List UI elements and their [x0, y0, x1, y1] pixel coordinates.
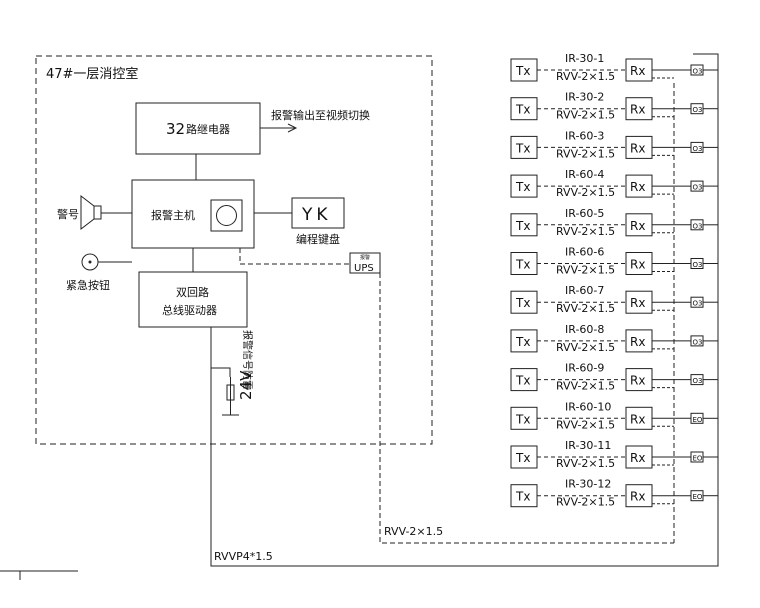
- beam-id: IR-60-4: [565, 168, 604, 181]
- tx-label: Tx: [515, 296, 530, 310]
- alarm-output-arrow-head: [287, 123, 298, 133]
- beam-id: IR-60-9: [565, 362, 604, 375]
- rx-label: Rx: [630, 296, 645, 310]
- beam-id: IR-60-3: [565, 129, 604, 142]
- emergency-button-label: 紧急按钮: [66, 278, 110, 292]
- surge-branch: [211, 367, 231, 377]
- beam-cable: RVV-2×1.5: [556, 496, 615, 509]
- tx-label: Tx: [515, 374, 530, 388]
- emergency-button-dot: [88, 260, 92, 264]
- tx-label: Tx: [515, 64, 530, 78]
- beam-id: IR-30-2: [565, 91, 604, 104]
- beam-id: IR-60-8: [565, 323, 604, 336]
- rx-label: Rx: [630, 64, 645, 78]
- siren-horn-icon: [80, 194, 95, 231]
- tx-label: Tx: [515, 103, 530, 117]
- beam-id: IR-60-7: [565, 284, 604, 297]
- module-label: O3: [693, 300, 703, 308]
- beam-id: IR-30-1: [565, 52, 604, 65]
- voltage-label: 24V: [237, 370, 255, 400]
- relay-label: 路继电器: [186, 123, 230, 136]
- control-room-boundary: [35, 55, 433, 445]
- module-label: O3: [693, 338, 703, 346]
- rx-label: Rx: [630, 335, 645, 349]
- beam-cable: RVV-2×1.5: [556, 147, 615, 160]
- module-label: EO: [693, 455, 703, 463]
- host-panel-dial: [216, 205, 237, 226]
- rx-label: Rx: [630, 258, 645, 272]
- rx-label: Rx: [630, 490, 645, 504]
- rvvp-cable: [210, 53, 719, 567]
- ups-small-label: 报警: [360, 254, 370, 261]
- rvvp-label: RVVP4*1.5: [214, 550, 273, 563]
- keyboard-box: [291, 197, 345, 229]
- tx-label: Tx: [515, 219, 530, 233]
- beam-cable: RVV-2×1.5: [556, 457, 615, 470]
- bus-driver-box: [138, 271, 248, 328]
- bus-driver-line2: 总线驱动器: [162, 303, 217, 317]
- rx-label: Rx: [630, 412, 645, 426]
- rvv-bus-cable: [379, 265, 674, 544]
- module-label: EO: [693, 493, 703, 501]
- beam-id: IR-60-6: [565, 246, 604, 259]
- beam-cable: RVV-2×1.5: [556, 70, 615, 83]
- module-label: EO: [693, 416, 703, 424]
- beam-cable: RVV-2×1.5: [556, 264, 615, 277]
- beam-cable: RVV-2×1.5: [556, 186, 615, 199]
- module-label: O3: [693, 261, 703, 269]
- rvv-bus-label: RVV-2×1.5: [384, 525, 443, 538]
- ups-label: UPS: [354, 263, 374, 274]
- keyboard-label: 编程键盘: [296, 232, 340, 246]
- relay-count: 32: [166, 120, 185, 138]
- beam-id: IR-60-5: [565, 207, 604, 220]
- beam-cable: RVV-2×1.5: [556, 109, 615, 122]
- tx-label: Tx: [515, 335, 530, 349]
- tx-label: Tx: [515, 412, 530, 426]
- keyboard-glyph: YK: [301, 205, 332, 225]
- bus-driver-line1: 双回路: [176, 286, 209, 299]
- module-label: O3: [693, 377, 703, 385]
- siren-icon: [93, 205, 102, 220]
- tx-label: Tx: [515, 141, 530, 155]
- rx-label: Rx: [630, 180, 645, 194]
- rx-label: Rx: [630, 219, 645, 233]
- beam-id: IR-30-12: [565, 478, 611, 491]
- beam-cable: RVV-2×1.5: [556, 380, 615, 393]
- module-label: O3: [693, 145, 703, 153]
- rx-label: Rx: [630, 374, 645, 388]
- surge-label: 报警信号防雷: [241, 330, 254, 390]
- beam-cable: RVV-2×1.5: [556, 418, 615, 431]
- beam-cable: RVV-2×1.5: [556, 302, 615, 315]
- ups-link: [239, 248, 350, 265]
- alarm-output-label: 报警输出至视频切换: [271, 108, 370, 122]
- tx-label: Tx: [515, 258, 530, 272]
- tx-label: Tx: [515, 490, 530, 504]
- beam-id: IR-30-11: [565, 439, 611, 452]
- siren-label: 警号: [57, 207, 79, 221]
- room-label: 47#一层消控室: [46, 66, 138, 82]
- alarm-host-label: 报警主机: [151, 208, 195, 222]
- module-label: O3: [693, 68, 703, 76]
- rx-label: Rx: [630, 103, 645, 117]
- ups-box: [349, 252, 381, 274]
- module-label: O3: [693, 184, 703, 192]
- beam-cable: RVV-2×1.5: [556, 225, 615, 238]
- beam-cable: RVV-2×1.5: [556, 341, 615, 354]
- module-label: O3: [693, 222, 703, 230]
- rx-label: Rx: [630, 141, 645, 155]
- beam-id: IR-60-10: [565, 400, 611, 413]
- module-label: O3: [693, 106, 703, 114]
- rx-label: Rx: [630, 451, 645, 465]
- tx-label: Tx: [515, 180, 530, 194]
- tx-label: Tx: [515, 451, 530, 465]
- host-panel: [210, 199, 243, 232]
